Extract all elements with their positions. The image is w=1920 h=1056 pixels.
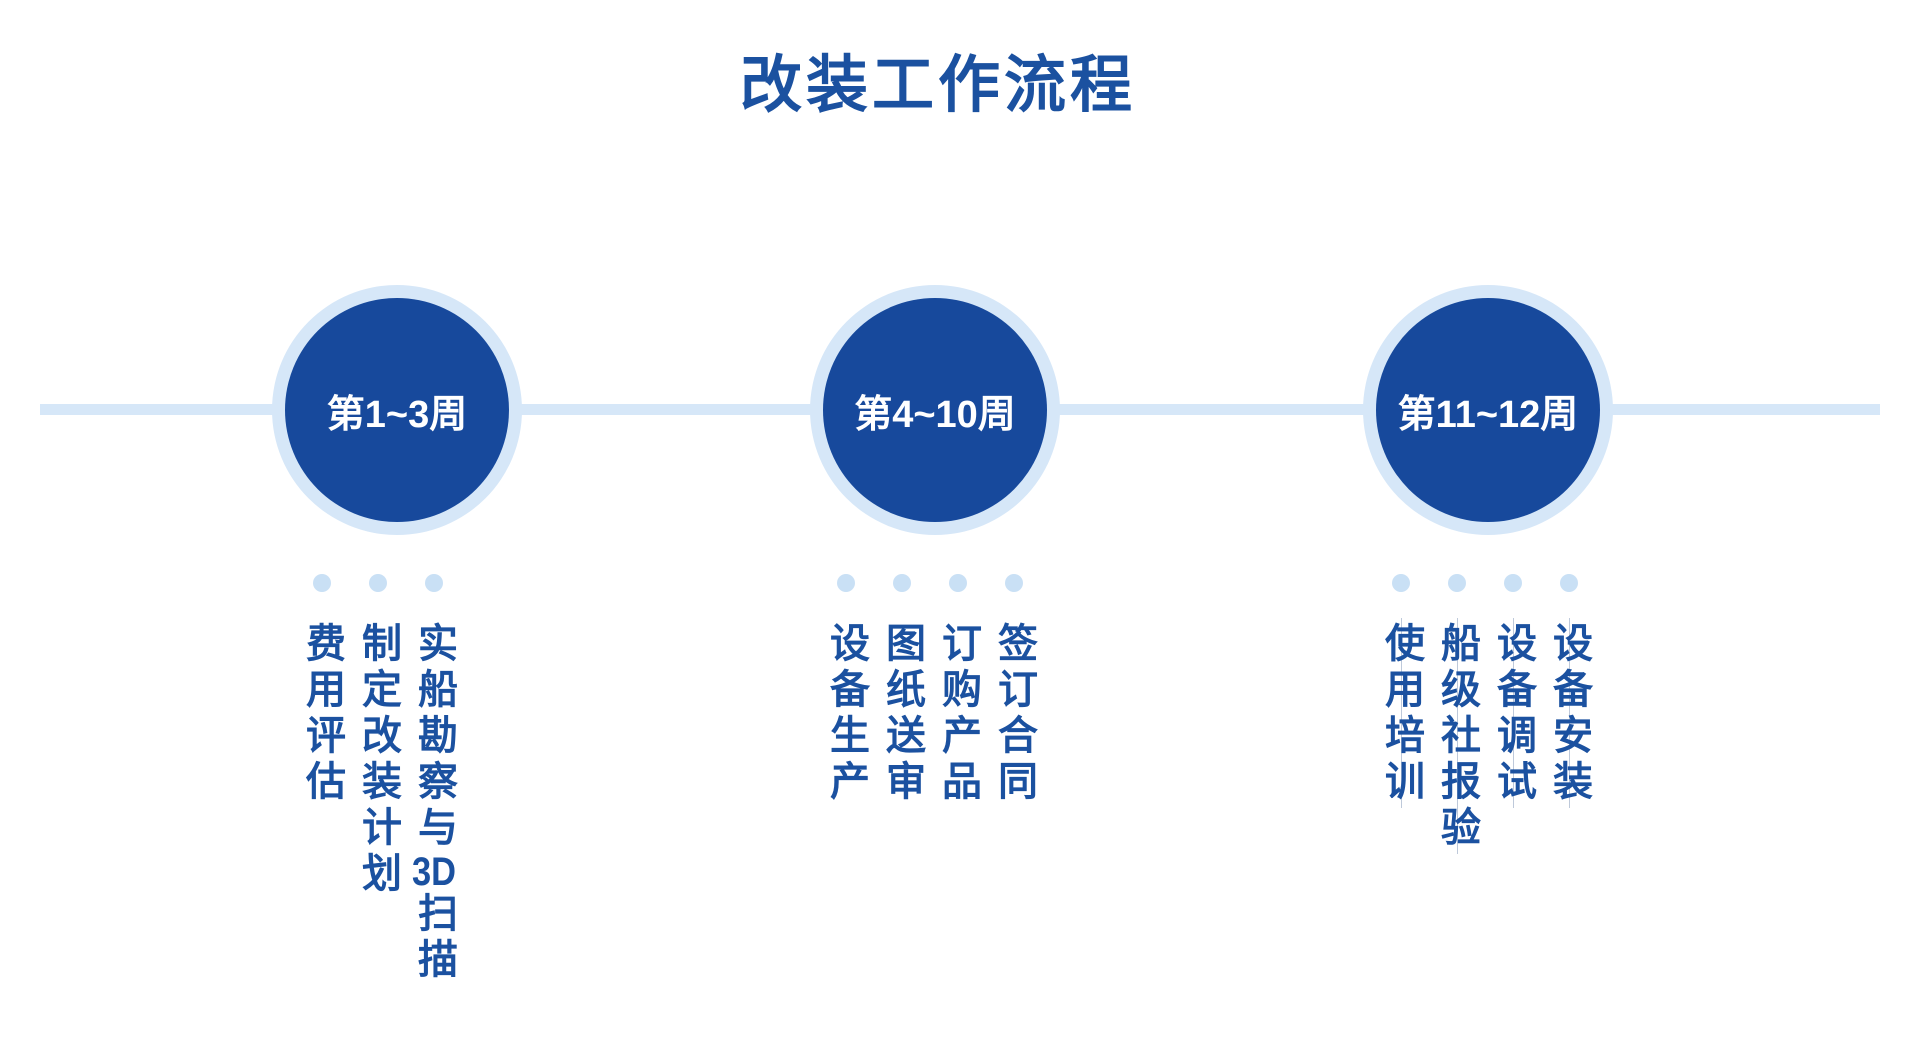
timeline-dot <box>1504 574 1522 592</box>
phase-dots <box>837 574 1023 592</box>
task-text-segment: 描 <box>412 938 456 984</box>
phase-label: 第1~3周 <box>326 393 468 436</box>
phase-circle: 第1~3周 <box>285 298 509 522</box>
task-text-segment: 生 <box>824 714 868 760</box>
task-text-segment: 备 <box>1547 668 1591 714</box>
task-text-segment: 制 <box>356 622 400 668</box>
timeline-dot <box>425 574 443 592</box>
task-text-segment: 订 <box>992 668 1036 714</box>
phase-circle-ring: 第1~3周 <box>272 285 522 535</box>
task-text-segment: 3D <box>412 852 456 892</box>
task-text-segment: 调 <box>1491 714 1535 760</box>
timeline-dot <box>1560 574 1578 592</box>
task-text-segment: 用 <box>300 668 344 714</box>
task-text-segment: 评 <box>300 714 344 760</box>
task-text-segment: 船 <box>1435 622 1479 668</box>
timeline-dot <box>313 574 331 592</box>
task-text-segment: 划 <box>356 852 400 898</box>
task-item: 实船勘察与3D扫描 <box>406 622 462 984</box>
phase-dots <box>1392 574 1578 592</box>
task-text-segment: 估 <box>300 760 344 806</box>
task-item: 船级社报验 <box>1429 618 1485 854</box>
timeline-dot <box>837 574 855 592</box>
task-text-segment: 品 <box>936 760 980 806</box>
phase-label: 第4~10周 <box>854 393 1016 436</box>
task-text-segment: 签 <box>992 622 1036 668</box>
task-text-segment: 社 <box>1435 714 1479 760</box>
task-text-segment: 验 <box>1435 806 1479 852</box>
task-text-segment: 设 <box>1547 622 1591 668</box>
timeline-dot <box>369 574 387 592</box>
task-item: 设备调试 <box>1485 618 1541 852</box>
task-text-segment: 用 <box>1379 668 1423 714</box>
task-text-segment: 装 <box>1547 760 1591 806</box>
task-text-segment: 同 <box>992 760 1036 806</box>
timeline-dot <box>1392 574 1410 592</box>
task-text-segment: 扫 <box>412 892 456 938</box>
timeline-dot <box>949 574 967 592</box>
task-item: 设备生产 <box>818 622 874 806</box>
task-text-segment: 审 <box>880 760 924 806</box>
task-text-segment: 改 <box>356 714 400 760</box>
phase-tasks: 设备安装设备调试船级社报验使用培训 <box>1373 618 1597 854</box>
task-item: 订购产品 <box>930 622 986 806</box>
task-text-segment: 产 <box>824 760 868 806</box>
task-text-segment: 送 <box>880 714 924 760</box>
task-item: 设备安装 <box>1541 618 1597 852</box>
task-text-segment: 计 <box>356 806 400 852</box>
page-title: 改装工作流程 <box>739 51 1136 120</box>
task-text-segment: 纸 <box>880 668 924 714</box>
timeline-dot <box>1448 574 1466 592</box>
task-text-segment: 装 <box>356 760 400 806</box>
task-text-segment: 设 <box>1491 622 1535 668</box>
task-text-segment: 级 <box>1435 668 1479 714</box>
task-text-segment: 合 <box>992 714 1036 760</box>
phase-circle-ring: 第4~10周 <box>810 285 1060 535</box>
task-text-segment: 备 <box>824 668 868 714</box>
task-text-segment: 报 <box>1435 760 1479 806</box>
phase-label: 第11~12周 <box>1397 393 1579 436</box>
task-text-segment: 察 <box>412 760 456 806</box>
task-text-segment: 安 <box>1547 714 1591 760</box>
task-text-segment: 图 <box>880 622 924 668</box>
task-item: 制定改装计划 <box>350 622 406 984</box>
task-item: 图纸送审 <box>874 622 930 806</box>
task-text-segment: 实 <box>412 622 456 668</box>
task-text-segment: 设 <box>824 622 868 668</box>
task-item: 签订合同 <box>986 622 1042 806</box>
task-text-segment: 订 <box>936 622 980 668</box>
task-text-segment: 培 <box>1379 714 1423 760</box>
timeline-dot <box>1005 574 1023 592</box>
task-text-segment: 训 <box>1379 760 1423 806</box>
task-text-segment: 费 <box>300 622 344 668</box>
task-text-segment: 勘 <box>412 714 456 760</box>
task-text-segment: 与 <box>412 806 456 852</box>
task-item: 费用评估 <box>294 622 350 984</box>
task-text-segment: 使 <box>1379 622 1423 668</box>
phase-circle: 第4~10周 <box>823 298 1047 522</box>
phase-tasks: 实船勘察与3D扫描制定改装计划费用评估 <box>294 622 462 984</box>
timeline-dot <box>893 574 911 592</box>
task-text-segment: 购 <box>936 668 980 714</box>
phase-circle-ring: 第11~12周 <box>1363 285 1613 535</box>
phase-dots <box>313 574 443 592</box>
task-text-segment: 产 <box>936 714 980 760</box>
task-text-segment: 备 <box>1491 668 1535 714</box>
task-text-segment: 试 <box>1491 760 1535 806</box>
task-text-segment: 定 <box>356 668 400 714</box>
phase-circle: 第11~12周 <box>1376 298 1600 522</box>
task-item: 使用培训 <box>1373 618 1429 852</box>
phase-tasks: 签订合同订购产品图纸送审设备生产 <box>818 622 1042 806</box>
task-text-segment: 船 <box>412 668 456 714</box>
